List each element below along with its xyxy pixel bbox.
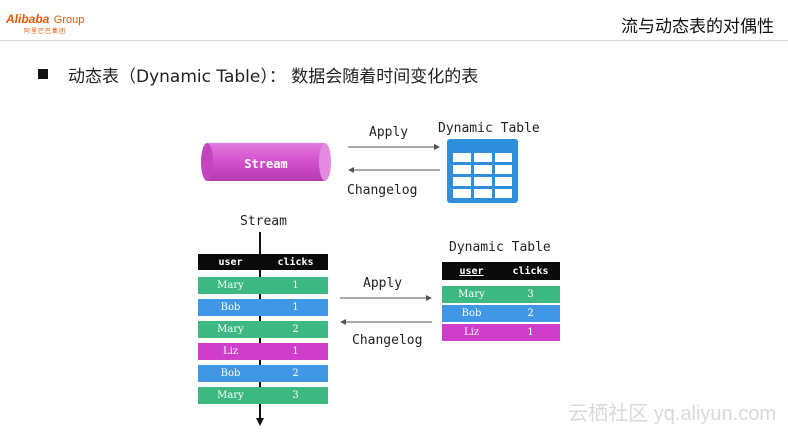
arrow-right-icon xyxy=(426,295,432,301)
stream-row-clicks: 2 xyxy=(292,324,299,335)
arrow-right-icon xyxy=(434,144,440,150)
dynamic-row-user: Mary xyxy=(458,289,485,300)
stream-header-row: user clicks xyxy=(198,254,328,270)
stream-row-user: Mary xyxy=(217,280,244,291)
dynamic-header-row: user clicks xyxy=(442,262,560,280)
dynamic-col-clicks: clicks xyxy=(512,265,549,277)
bullet-square xyxy=(38,69,48,79)
arrow-left-icon xyxy=(340,319,346,325)
stream-row-user: Mary xyxy=(217,324,244,335)
stream-row: Mary 3 xyxy=(198,387,328,404)
arrow-left-icon xyxy=(348,167,354,173)
stream-row-user: Bob xyxy=(220,368,241,379)
logo-group-text: Group xyxy=(53,14,85,26)
headline-text: 动态表（Dynamic Table）： 数据会随着时间变化的表 xyxy=(68,67,479,87)
stream-row-clicks: 1 xyxy=(292,280,299,291)
dynamic-row: Liz 1 xyxy=(442,324,560,341)
stream-col-user: user xyxy=(218,256,243,268)
dynamic-row-clicks: 1 xyxy=(527,327,534,338)
stream-row: Bob 1 xyxy=(198,299,328,316)
stream-pipe-label: Stream xyxy=(244,157,288,171)
dynamic-table: user clicks Mary 3 Bob 2 Liz 1 xyxy=(442,262,560,342)
dynamic-row-user: Liz xyxy=(463,327,480,338)
stream-row-clicks: 2 xyxy=(292,368,299,379)
watermark-text: 云栖社区 yq.aliyun.com xyxy=(568,403,776,425)
bottom-changelog-label: Changelog xyxy=(352,333,423,348)
stream-col-clicks: clicks xyxy=(277,256,314,268)
stream-row-clicks: 3 xyxy=(292,390,299,401)
stream-table: user clicks Mary 1 Bob 1 Mary 2 Liz 1 Bo… xyxy=(198,254,328,406)
slide-title: 流与动态表的对偶性 xyxy=(621,17,774,37)
alibaba-group-logo: Alibaba Group 阿里巴巴集团 xyxy=(6,10,84,35)
stream-row-user: Mary xyxy=(217,390,244,401)
stream-row: Bob 2 xyxy=(198,365,328,382)
stream-row: Mary 1 xyxy=(198,277,328,294)
stream-row-clicks: 1 xyxy=(292,346,299,357)
top-arrows xyxy=(348,144,440,173)
dynamic-row: Bob 2 xyxy=(442,305,560,322)
dynamic-row-clicks: 2 xyxy=(527,308,534,319)
dynamic-row-clicks: 3 xyxy=(527,289,534,300)
bottom-arrows xyxy=(340,295,432,325)
table-icon xyxy=(447,139,518,203)
dynamic-row: Mary 3 xyxy=(442,286,560,303)
stream-row-clicks: 1 xyxy=(292,302,299,313)
stream-row: Mary 2 xyxy=(198,321,328,338)
dynamic-row-user: Bob xyxy=(461,308,482,319)
logo-sub-text: 阿里巴巴集团 xyxy=(24,29,67,35)
top-apply-label: Apply xyxy=(369,125,409,140)
stream-title: Stream xyxy=(240,214,287,229)
dynamic-col-user: user xyxy=(459,265,484,277)
stream-pipe-icon xyxy=(201,143,331,181)
logo-main-text: Alibaba xyxy=(6,12,50,26)
bottom-dynamic-table-title: Dynamic Table xyxy=(449,240,551,255)
top-changelog-label: Changelog xyxy=(347,183,418,198)
header-divider xyxy=(0,40,788,41)
stream-row: Liz 1 xyxy=(198,343,328,360)
bottom-apply-label: Apply xyxy=(363,276,403,291)
stream-row-user: Liz xyxy=(222,346,239,357)
top-dynamic-table-label: Dynamic Table xyxy=(438,121,540,136)
stream-row-user: Bob xyxy=(220,302,241,313)
